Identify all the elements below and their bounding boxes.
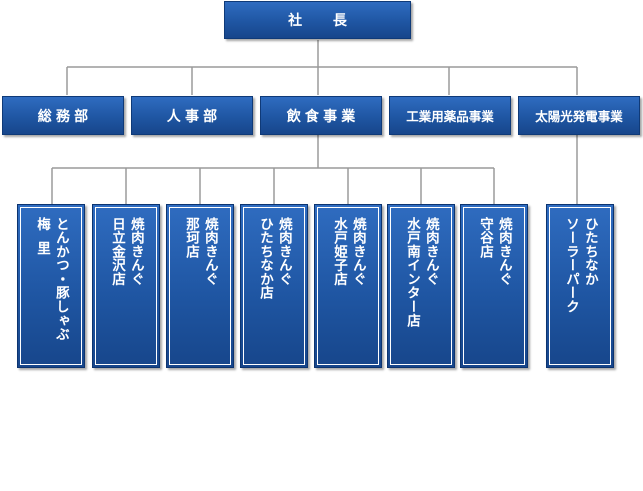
store-line2: ひたちなか店 <box>257 217 273 300</box>
store-line2: 那珂店 <box>183 217 199 259</box>
store-mito-himeko: 焼肉きんぐ 水戸姫子店 <box>314 204 382 368</box>
department-label: 人事部 <box>166 108 222 125</box>
store-line2: 水戸南インター店 <box>404 217 420 328</box>
department-label: 太陽光発電事業 <box>535 109 623 124</box>
store-line1: 焼肉きんぐ <box>275 217 292 286</box>
department-industrial-chemicals: 工業用薬品事業 <box>389 96 511 135</box>
store-line2: 水戸姫子店 <box>331 217 347 286</box>
store-line2: 守谷店 <box>477 217 493 259</box>
store-hitachinaka-solar-park: ひたちなか ソーラーパーク <box>546 204 614 368</box>
department-label: 飲食事業 <box>286 108 360 125</box>
store-line2: ソーラーパーク <box>563 217 579 314</box>
department-solar-power: 太陽光発電事業 <box>518 96 640 135</box>
store-moriya: 焼肉きんぐ 守谷店 <box>460 204 528 368</box>
department-label: 総務部 <box>37 108 93 125</box>
store-mito-minami-ic: 焼肉きんぐ 水戸南インター店 <box>387 204 455 368</box>
store-hitachi-kanesawa: 焼肉きんぐ 日立金沢店 <box>92 204 160 368</box>
store-line1: ひたちなか <box>581 217 598 286</box>
store-line1: 焼肉きんぐ <box>349 217 366 286</box>
store-line1: とんかつ・豚しゃぶ <box>52 217 69 341</box>
store-hitachinaka: 焼肉きんぐ ひたちなか店 <box>240 204 308 368</box>
store-line2: 日立金沢店 <box>109 217 125 286</box>
president-label: 社 長 <box>288 13 356 29</box>
department-personnel: 人事部 <box>131 96 253 135</box>
president-box: 社 長 <box>224 1 411 39</box>
store-line2: 梅里 <box>34 217 50 266</box>
department-label: 工業用薬品事業 <box>406 109 494 124</box>
store-line1: 焼肉きんぐ <box>495 217 512 286</box>
department-food-service: 飲食事業 <box>260 96 382 135</box>
store-umesato: とんかつ・豚しゃぶ 梅里 <box>17 204 85 368</box>
store-line1: 焼肉きんぐ <box>127 217 144 286</box>
store-line1: 焼肉きんぐ <box>422 217 439 286</box>
department-general-affairs: 総務部 <box>2 96 124 135</box>
store-naka: 焼肉きんぐ 那珂店 <box>166 204 234 368</box>
store-line1: 焼肉きんぐ <box>201 217 218 286</box>
